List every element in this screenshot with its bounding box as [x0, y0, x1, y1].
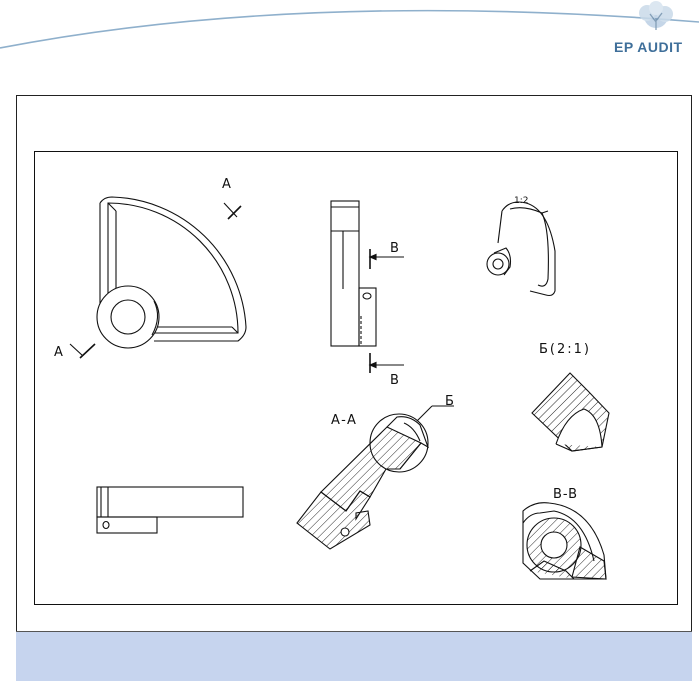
- iso-scale-label: 1:2: [514, 196, 528, 206]
- detail-b-label: Б(2:1): [539, 342, 591, 357]
- main-view: [96, 196, 247, 349]
- section-a-markers: [69, 202, 242, 359]
- section-b-b-view: [522, 502, 607, 580]
- section-v-top-label: B: [390, 241, 399, 256]
- isometric-view: [486, 201, 556, 297]
- section-a-top-label: A: [222, 177, 231, 192]
- technical-drawing: A A B B 1:2 Б(2:1) A-A Б B-B: [34, 151, 678, 605]
- top-view: [96, 486, 244, 534]
- front-view: [330, 200, 404, 373]
- section-bb-label: B-B: [553, 487, 578, 502]
- section-a-a-view: [296, 405, 454, 550]
- caption-bar: [16, 631, 692, 681]
- section-aa-label: A-A: [331, 413, 357, 428]
- section-a-left-label: A: [54, 345, 63, 360]
- logo-text: EP AUDIT: [614, 39, 683, 55]
- ep-audit-tree-logo: [639, 1, 673, 30]
- header-arc: [0, 9, 699, 49]
- detail-b-view: [531, 372, 610, 452]
- detail-callout-label: Б: [445, 394, 454, 409]
- section-v-bottom-label: B: [390, 373, 399, 388]
